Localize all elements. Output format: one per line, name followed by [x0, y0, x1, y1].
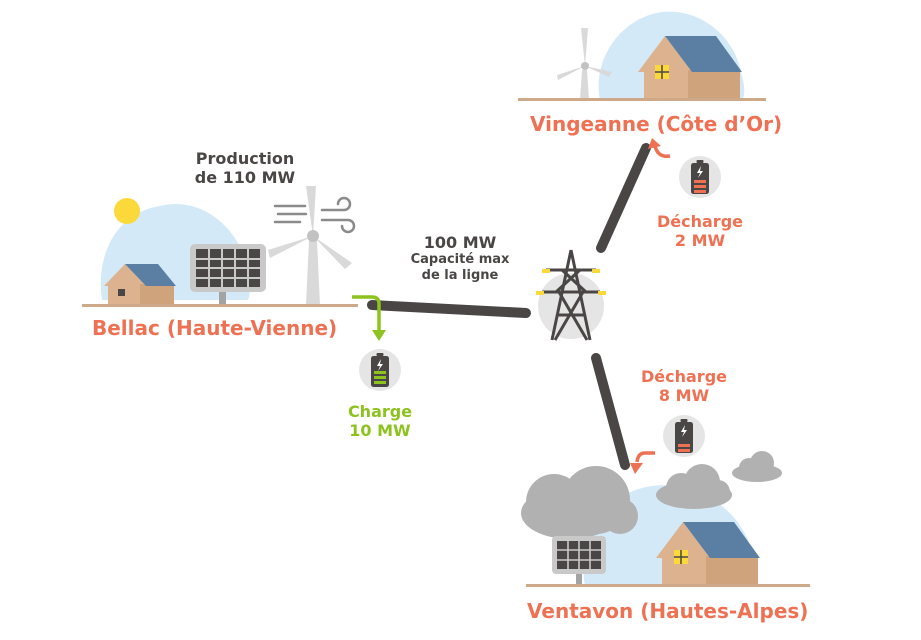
ground-line — [518, 98, 766, 101]
house-icon — [638, 36, 742, 100]
house-icon — [656, 522, 760, 586]
wind-gust-icon — [273, 196, 356, 234]
production-line1: Production — [195, 149, 295, 168]
production-line2: de 110 MW — [194, 168, 296, 188]
location-label-vingeanne: Vingeanne (Côte d’Or) — [530, 112, 783, 136]
location-label-ventavon: Ventavon (Hautes-Alpes) — [527, 599, 809, 623]
vingeanne-scene — [518, 11, 766, 101]
battery-icon-discharge-vingeanne — [679, 156, 721, 198]
battery-icon-discharge-ventavon — [663, 415, 705, 457]
discharge-ventavon-text: Décharge — [641, 367, 727, 386]
discharge-arrow-icon — [648, 138, 671, 159]
power-lines — [367, 143, 651, 470]
line-capacity-value: 100 MW — [423, 233, 497, 252]
charge-label: Charge 10 MW — [330, 402, 430, 440]
battery-icon-charge — [359, 349, 401, 391]
charge-arrow-icon — [352, 295, 386, 341]
house-icon — [104, 264, 176, 306]
ventavon-scene — [521, 451, 810, 587]
discharge-vingeanne-value: 2 MW — [674, 231, 726, 251]
cloud-icon — [656, 464, 732, 509]
power-line-vingeanne — [596, 143, 651, 253]
discharge-arrow-icon — [630, 451, 655, 474]
discharge-vingeanne-text: Décharge — [657, 212, 743, 231]
charge-value: 10 MW — [349, 421, 411, 441]
production-label: Production de 110 MW — [185, 149, 305, 187]
discharge-ventavon-value: 8 MW — [658, 386, 710, 406]
cloud-icon — [732, 451, 782, 482]
pylon-icon — [536, 249, 606, 341]
line-capacity-line1: Capacité max — [410, 252, 510, 268]
location-label-bellac: Bellac (Haute-Vienne) — [92, 316, 338, 340]
wind-turbine-icon — [268, 186, 352, 305]
discharge-label-vingeanne: Décharge 2 MW — [648, 212, 752, 250]
solar-panel-icon — [190, 244, 266, 305]
ground-line — [526, 584, 810, 587]
solar-panel-icon — [552, 536, 606, 587]
power-line-bellac — [367, 300, 531, 318]
bellac-scene — [82, 186, 358, 307]
cloud-icon — [521, 466, 638, 539]
discharge-label-ventavon: Décharge 8 MW — [632, 367, 736, 405]
line-capacity-label: 100 MW Capacité max de la ligne — [395, 233, 525, 283]
sun-icon — [114, 198, 140, 224]
line-capacity-line2: de la ligne — [421, 267, 499, 283]
wind-turbine-icon — [557, 28, 612, 100]
ground-line — [82, 304, 358, 307]
power-line-ventavon — [591, 353, 630, 470]
charge-text: Charge — [347, 402, 413, 421]
